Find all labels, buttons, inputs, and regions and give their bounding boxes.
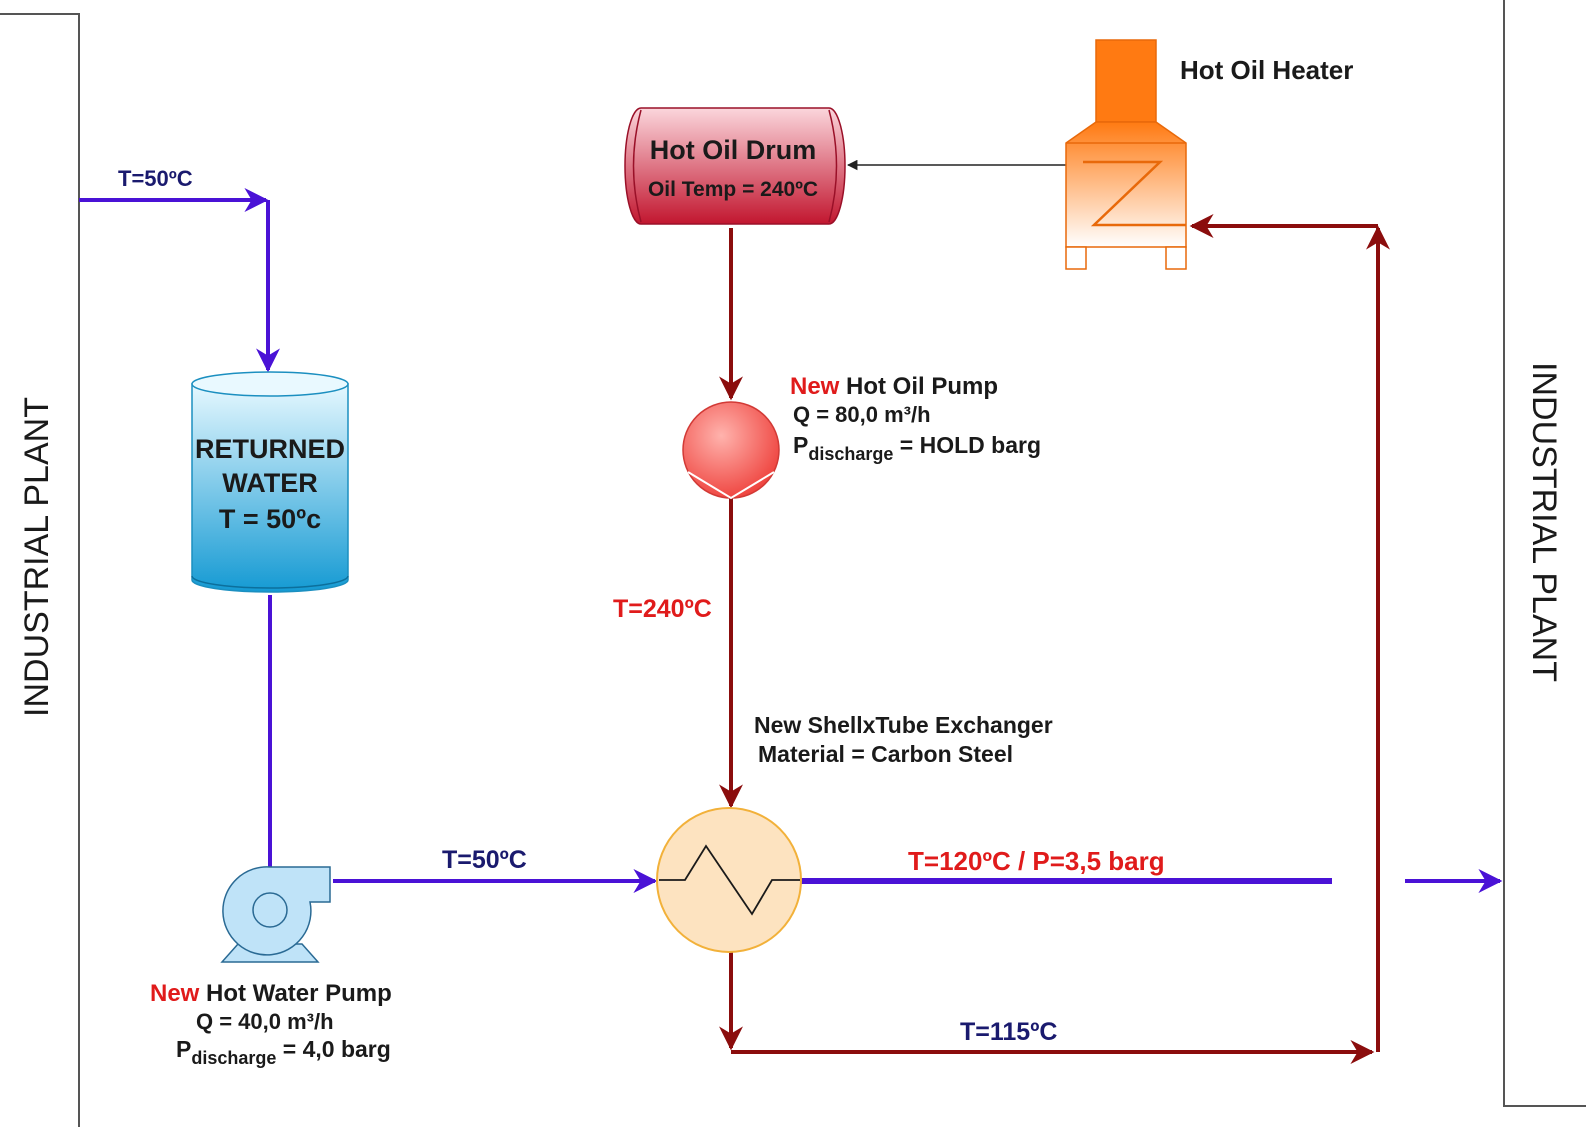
oil-pump-p-value: = HOLD barg <box>893 432 1041 458</box>
plant-left-boundary <box>0 13 80 1127</box>
heater-label: Hot Oil Heater <box>1180 55 1353 85</box>
returned-water-tank <box>191 371 349 593</box>
hot-oil-pump <box>682 401 780 500</box>
oil-pump-p-symbol: P <box>793 432 808 458</box>
stream-inlet-label: T=50ºC <box>118 166 193 191</box>
hot-oil-drum <box>624 107 846 225</box>
oil-pump-name: Hot Oil Pump <box>839 373 998 400</box>
plant-right-boundary <box>1503 0 1586 1107</box>
water-pump-name: Hot Water Pump <box>199 980 391 1007</box>
tank-line-2: WATER <box>222 468 318 498</box>
shell-tube-exchanger <box>656 807 802 953</box>
oil-pump-p-sub: discharge <box>808 444 893 464</box>
oil-return-line <box>719 214 1390 1064</box>
water-pump-title: New Hot Water Pump <box>150 980 392 1007</box>
stream-pump-out-label: T=50ºC <box>442 846 527 874</box>
oil-pump-title: New Hot Oil Pump <box>790 373 998 400</box>
water-pump-p-symbol: P <box>176 1036 191 1062</box>
plant-right-label: INDUSTRIAL PLANT <box>1525 362 1563 682</box>
oil-pump-new-tag: New <box>790 373 840 400</box>
stream-oil-return-label: T=115ºC <box>960 1018 1057 1046</box>
oil-pump-pressure: Pdischarge = HOLD barg <box>793 432 1041 464</box>
water-pump-p-sub: discharge <box>191 1048 276 1068</box>
tank-line-1: RETURNED <box>195 434 345 464</box>
stream-product-label: T=120ºC / P=3,5 barg <box>908 846 1165 876</box>
water-pump-p-value: = 4,0 barg <box>276 1036 390 1062</box>
stream-oil-supply-label: T=240ºC <box>613 595 712 623</box>
exchanger-line-1: New ShellxTube Exchanger <box>754 712 1053 738</box>
water-pump-flow: Q = 40,0 m³/h <box>196 1009 334 1034</box>
oil-pump-flow: Q = 80,0 m³/h <box>793 402 931 427</box>
tank-line-3: T = 50ºc <box>219 504 321 534</box>
hot-oil-heater <box>1065 39 1187 270</box>
hot-water-pump <box>220 866 331 963</box>
drum-temp: Oil Temp = 240ºC <box>648 178 818 201</box>
drum-title: Hot Oil Drum <box>650 135 817 165</box>
water-inlet-line <box>79 188 280 373</box>
exchanger-line-2: Material = Carbon Steel <box>758 741 1013 767</box>
water-pump-pressure: Pdischarge = 4,0 barg <box>176 1036 391 1068</box>
plant-left-label: INDUSTRIAL PLANT <box>18 397 56 717</box>
water-pump-new-tag: New <box>150 980 200 1007</box>
